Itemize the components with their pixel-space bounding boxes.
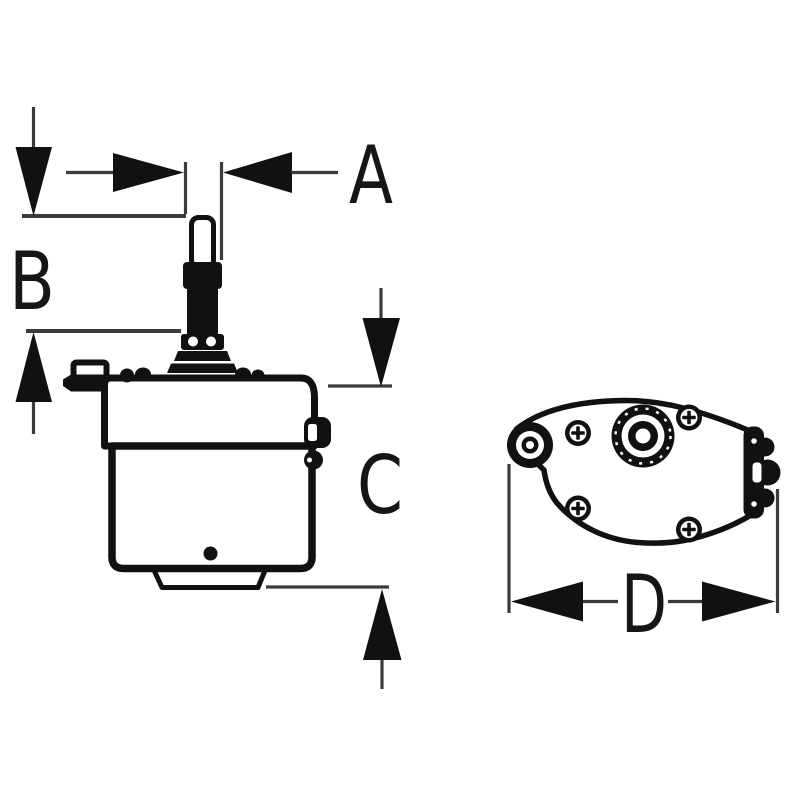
wiper-shaft bbox=[167, 215, 238, 373]
main-boss-knurl bbox=[614, 407, 672, 465]
dim-b-bottom-arrow bbox=[15, 332, 52, 402]
body-side-bump-hole bbox=[307, 457, 312, 463]
terminal-bump-bottom bbox=[755, 488, 775, 508]
terminal-dot-top bbox=[751, 438, 757, 444]
nut-hole-right bbox=[206, 336, 216, 347]
dim-b-top-arrow bbox=[15, 147, 52, 216]
dimension-a: A bbox=[66, 129, 393, 260]
pivot-boss bbox=[507, 422, 553, 468]
nut-hole-left bbox=[188, 336, 198, 347]
flange-bump-3 bbox=[235, 367, 251, 382]
screw-bottom-left-cross-h bbox=[571, 506, 585, 511]
body-side-bump bbox=[304, 450, 323, 470]
shaft-upper-section bbox=[183, 262, 222, 289]
dimension-d: D bbox=[507, 464, 780, 651]
washer-upper bbox=[174, 351, 231, 361]
terminal-block bbox=[743, 426, 781, 519]
dim-c-label: C bbox=[357, 439, 403, 532]
main-shaft-boss bbox=[611, 404, 675, 468]
main-boss-center bbox=[635, 428, 651, 444]
gear-housing-flange bbox=[101, 374, 318, 450]
flange-bump-4 bbox=[251, 369, 265, 382]
terminal-dot-bottom bbox=[751, 501, 757, 507]
motor-can bbox=[108, 442, 316, 573]
dim-b-label: B bbox=[9, 235, 55, 328]
screw-bottom-left bbox=[565, 495, 591, 522]
dim-d-arrow-right bbox=[702, 581, 776, 622]
screw-top-left-cross-h bbox=[571, 431, 585, 435]
screw-top-right bbox=[676, 404, 702, 431]
dim-d-label: D bbox=[621, 558, 667, 651]
dim-a-label: A bbox=[349, 129, 393, 222]
terminal-bump-top bbox=[755, 437, 775, 457]
motor-body bbox=[63, 359, 331, 590]
screw-bottom-right-cross-h bbox=[682, 527, 696, 532]
flange-bump-1 bbox=[120, 368, 134, 383]
shaft-nut bbox=[181, 334, 224, 350]
screw-top-left bbox=[565, 420, 591, 446]
terminal-slot bbox=[752, 462, 762, 483]
shaft-tip bbox=[189, 215, 216, 270]
dim-a-arrow-right bbox=[223, 152, 292, 193]
screw-bottom-right bbox=[676, 516, 702, 543]
dimension-b: B bbox=[9, 107, 186, 434]
dim-c-top-arrow bbox=[362, 318, 400, 387]
dim-d-arrow-left bbox=[511, 581, 583, 622]
shaft-column bbox=[187, 287, 218, 335]
top-view: D bbox=[507, 397, 781, 651]
drain-dot bbox=[203, 546, 218, 561]
pivot-boss-center bbox=[526, 441, 534, 449]
dim-c-bottom-arrow bbox=[363, 589, 402, 660]
dimension-c: C bbox=[266, 288, 403, 689]
screw-top-right-cross-h bbox=[682, 415, 696, 420]
side-port-slot bbox=[308, 424, 317, 441]
dim-a-arrow-left bbox=[113, 153, 184, 192]
flange-bump-2 bbox=[135, 367, 151, 382]
mount-bar bbox=[63, 374, 112, 392]
washer-lower bbox=[167, 363, 238, 373]
side-view: A B C bbox=[9, 107, 403, 689]
